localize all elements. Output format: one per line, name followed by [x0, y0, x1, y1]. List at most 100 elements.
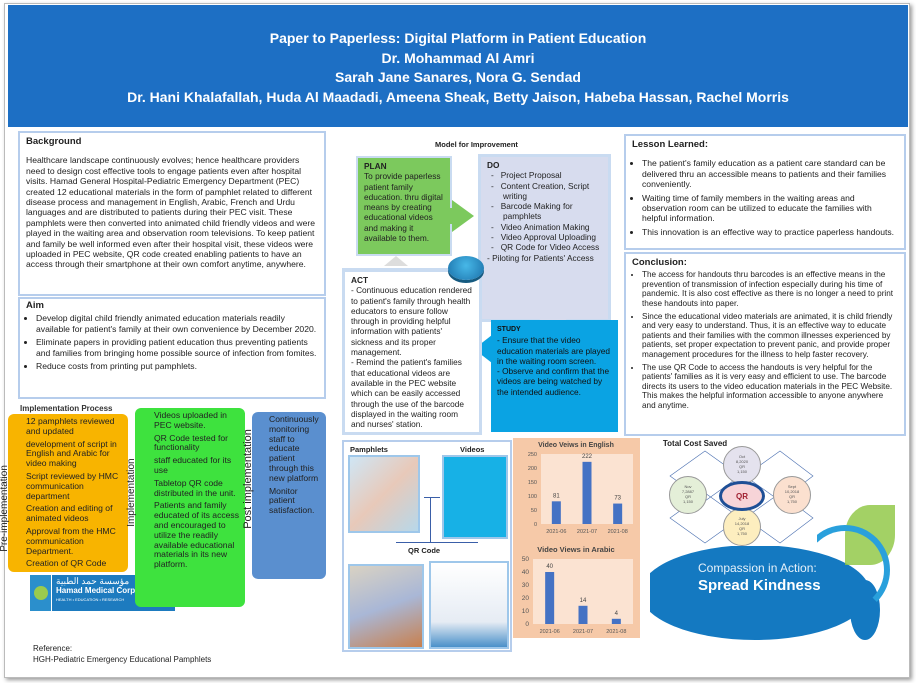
conclusion-item: The access for handouts thru barcodes is…: [642, 270, 898, 308]
y-tick-label: 40: [522, 569, 530, 576]
model-title: Model for Improvement: [435, 140, 518, 149]
data-label: 73: [614, 496, 621, 502]
do-item: - Video Approval Uploading: [491, 232, 597, 243]
section-title: Background: [26, 136, 82, 147]
y-tick-label: 20: [522, 595, 530, 602]
phase-item: QR Code tested for functionality: [154, 432, 229, 453]
aim-item: Eliminate papers in providing patient ed…: [36, 337, 318, 358]
study-title: STUDY: [497, 326, 521, 333]
phase-item: Monitor patient satisfaction.: [269, 485, 315, 516]
phase-item: Approval from the HMC communication Depa…: [26, 525, 116, 556]
pamphlets-label: Pamphlets: [350, 445, 388, 454]
phase-item: Videos uploaded in PEC website.: [154, 410, 227, 430]
arrow-icon: [452, 200, 474, 232]
arrow-icon: [384, 256, 408, 266]
photos-panel: Pamphlets Videos QR Code: [342, 440, 512, 652]
do-item: - QR Code for Video Access: [491, 242, 600, 253]
pdca-cycle-icon: [448, 256, 484, 280]
banner-title: Spread Kindness: [698, 577, 821, 594]
arabic-views-chart: Video Views in Arabic01020304050402021-0…: [522, 545, 633, 635]
x-tick-label: 2021-08: [606, 629, 626, 635]
x-tick-label: 2021-07: [573, 629, 593, 635]
lesson-item: Waiting time of family members in the wa…: [642, 193, 898, 224]
poster-title: Paper to Paperless: Digital Platform in …: [269, 30, 647, 46]
y-tick-label: 50: [531, 508, 537, 514]
phase-item: staff educated for its use: [154, 455, 232, 475]
aim-item: Reduce costs from printing put pamphlets…: [36, 361, 318, 371]
do-box: DO - Project Proposal - Content Creation…: [478, 154, 611, 322]
phase-item: Continuously monitoring staff to educate…: [269, 414, 319, 483]
data-label: 14: [580, 598, 587, 604]
arrow-icon: [245, 538, 252, 558]
x-tick-label: 2021-08: [608, 529, 628, 535]
section-title: Aim: [26, 300, 44, 311]
y-tick-label: 100: [528, 494, 537, 500]
cost-saved-title: Total Cost Saved: [662, 439, 728, 448]
chart-title: Video Veiws in English: [538, 442, 614, 449]
study-box: STUDY - Ensure that the video education …: [491, 320, 618, 432]
qr-label: QR Code: [408, 546, 441, 555]
y-tick-label: 150: [528, 480, 537, 486]
x-tick-label: 2021-06: [546, 529, 566, 535]
reference-text: HGH-Pediatric Emergency Educational Pamp…: [33, 655, 212, 664]
act-item: - Remind the patient's families that edu…: [351, 357, 465, 430]
author-line: Sarah Jane Sanares, Nora G. Sendad: [335, 69, 581, 85]
arrow-icon: [128, 538, 135, 558]
section-title: Lesson Learned:: [632, 139, 709, 150]
bar: [578, 605, 588, 624]
chart-title: Video Views in Arabic: [537, 545, 614, 554]
phase-item: Creation and editing of animated videos: [26, 503, 113, 524]
kindness-banner: Compassion in Action: Spread Kindness: [650, 505, 900, 645]
x-tick-label: 2021-07: [577, 529, 597, 535]
data-label: 4: [615, 611, 619, 617]
lesson-item: The patient's family education as a pati…: [642, 158, 898, 189]
do-item: - Piloting for Patients' Access: [487, 252, 594, 263]
plan-box: PLAN To provide paperless patient family…: [356, 156, 452, 256]
lesson-learned-section: Lesson Learned: The patient's family edu…: [624, 134, 906, 250]
videos-label: Videos: [460, 445, 485, 454]
y-tick-label: 250: [528, 452, 537, 458]
plan-title: PLAN: [364, 161, 387, 171]
reference: Reference: HGH-Pediatric Emergency Educa…: [33, 643, 211, 665]
implementation-box: Implementation Videos uploaded in PEC we…: [126, 408, 245, 607]
poster-frame: [4, 3, 910, 678]
phase-label: Post implementation: [242, 429, 255, 529]
do-item: - Video Animation Making: [491, 221, 590, 232]
banner-subtitle: Compassion in Action:: [698, 561, 817, 575]
qr-stand-photo: [429, 561, 509, 649]
background-section: Background Healthcare landscape continuo…: [18, 131, 326, 296]
conclusion-item: The use QR Code to access the handouts i…: [642, 363, 898, 410]
pre-implementation-box: Pre-implementation 12 pamphlets reviewed…: [0, 414, 128, 572]
y-tick-label: 0: [525, 621, 529, 628]
qr-money-bag-icon: QR: [719, 481, 765, 511]
bar: [545, 572, 555, 624]
phase-item: 12 pamphlets reviewed and updated: [26, 416, 115, 436]
do-title: DO: [487, 160, 500, 170]
data-label: 222: [582, 454, 593, 460]
bar: [611, 618, 621, 624]
study-item: - Ensure that the video education materi…: [497, 335, 610, 366]
phase-item: development of script in English and Ara…: [26, 438, 117, 469]
bar: [582, 461, 592, 524]
act-item: - Continuous education rendered to patie…: [351, 285, 472, 358]
aim-item: Develop digital child friendly animated …: [36, 313, 318, 334]
aim-section: Aim Develop digital child friendly anima…: [18, 297, 326, 399]
poster-header: Paper to Paperless: Digital Platform in …: [8, 5, 908, 127]
do-item: - Project Proposal: [491, 170, 562, 181]
qr-phone-photo: [348, 564, 424, 649]
author-line: Dr. Hani Khalafallah, Huda Al Maadadi, A…: [127, 88, 789, 105]
y-tick-label: 0: [534, 522, 537, 528]
y-tick-label: 10: [522, 608, 530, 615]
phase-item: Tabletop QR code distributed in the unit…: [154, 477, 236, 498]
reference-label: Reference:: [33, 644, 73, 653]
study-item: - Observe and confirm that the videos ar…: [497, 366, 610, 397]
conclusion-section: Conclusion: The access for handouts thru…: [624, 252, 906, 436]
phase-item: Script reviewed by HMC communication dep…: [26, 470, 119, 501]
phase-item: Creation of QR Code: [26, 558, 107, 569]
section-title: Conclusion:: [632, 257, 687, 268]
